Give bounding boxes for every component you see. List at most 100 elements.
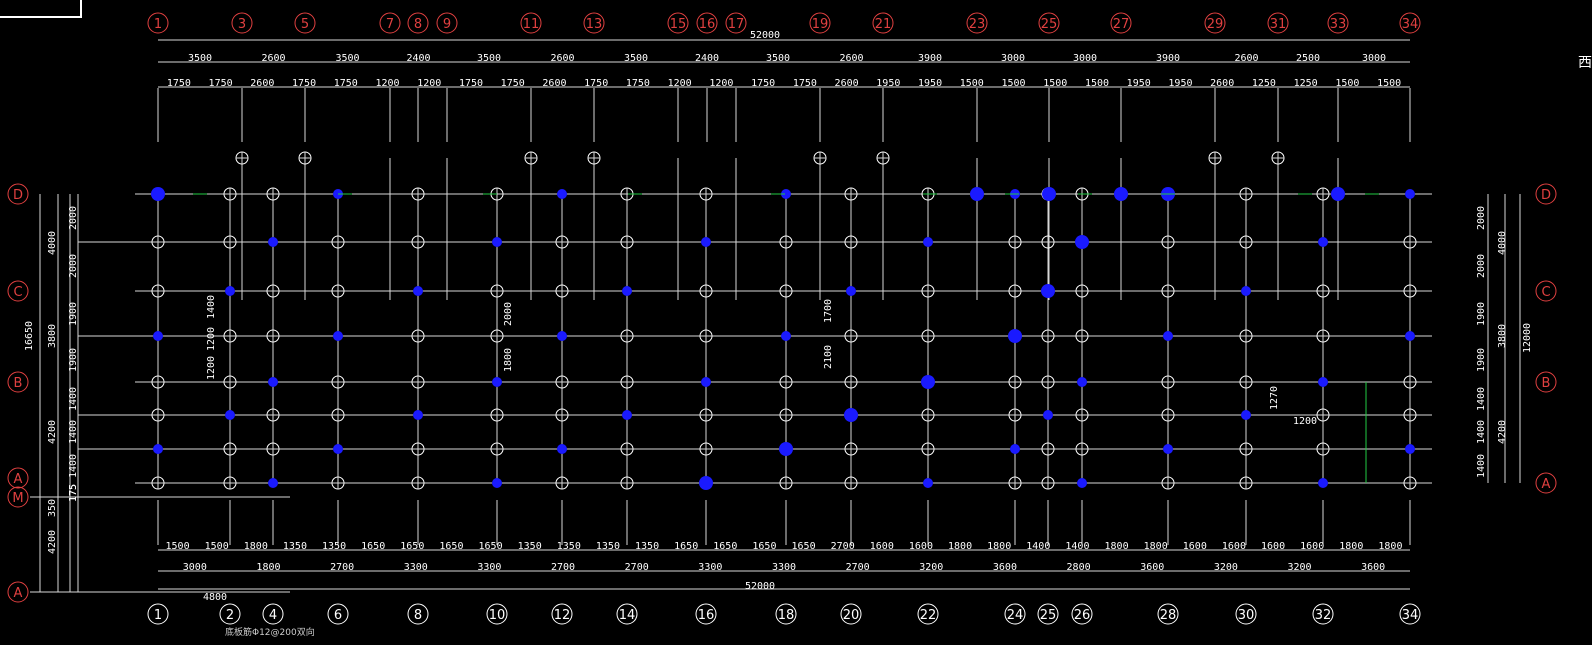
axis-circle [775,603,797,625]
bottom-dim-row1: 1650 [752,541,776,552]
bottom-dim-row1: 1650 [361,541,385,552]
axis-circle [616,603,638,625]
column-filled [413,410,423,420]
bottom-dim-row2: 3300 [404,562,428,573]
axis-label: M [12,491,23,506]
axis-top: 25 [1038,12,1060,34]
axis-circle [1110,12,1132,34]
bottom-dim-row2: 3000 [183,562,207,573]
top-dim-row1: 3900 [918,53,942,64]
axis-label: 25 [1041,17,1058,32]
bottom-dim-row1: 1350 [635,541,659,552]
axis-left: D [7,183,29,205]
axis-bottom: 14 [616,603,638,625]
left-dim-outer: 4200 [47,420,58,444]
top-dim-row1: 3000 [1362,53,1386,64]
bottom-dim-row1: 1400 [1026,541,1050,552]
bottom-dim-row2: 3600 [993,562,1017,573]
column-filled [1318,237,1328,247]
axis-circle [1157,603,1179,625]
top-dim-row2: 1750 [292,78,316,89]
axis-label: A [1542,477,1551,492]
top-dim-row2: 1200 [709,78,733,89]
column-filled [268,377,278,387]
axis-label: D [13,188,23,203]
axis-label: 28 [1160,608,1177,623]
top-dim-row2: 1200 [375,78,399,89]
axis-right: D [1535,183,1557,205]
column-filled [1043,410,1053,420]
axis-right: B [1535,371,1557,393]
bottom-dim-row2: 3600 [1361,562,1385,573]
top-dim-row2: 2600 [250,78,274,89]
inner-dim: 2100 [823,345,834,369]
axis-circle [379,12,401,34]
column-filled [1075,235,1089,249]
axis-label: 9 [443,17,451,32]
axis-label: 13 [586,17,603,32]
right-dim-inner: 1900 [1476,348,1487,372]
top-dim-row1: 2400 [406,53,430,64]
axis-circle [436,12,458,34]
top-dim-row1: 2600 [1234,53,1258,64]
top-dim-row2: 1950 [1127,78,1151,89]
column-filled [1163,331,1173,341]
bottom-dim-row1: 1600 [1183,541,1207,552]
axis-label: 33 [1330,17,1347,32]
axis-top: 11 [520,12,542,34]
top-dim-row2: 1500 [960,78,984,89]
column-filled [781,189,791,199]
top-dim-row1: 3500 [477,53,501,64]
column-filled [970,187,984,201]
axis-label: A [14,586,23,601]
left-dim-outer: 350 [47,499,58,517]
axis-top: 33 [1327,12,1349,34]
axis-bottom: 22 [917,603,939,625]
left-dim-inner: 175 [68,484,79,502]
column-filled [492,377,502,387]
bottom-dim-row1: 1650 [400,541,424,552]
axis-circle [1535,183,1557,205]
left-dim-inner: 1900 [68,348,79,372]
bottom-dim-row2: 3200 [919,562,943,573]
column-filled [1041,284,1055,298]
axis-circle [407,603,429,625]
bottom-dim-row1: 1600 [870,541,894,552]
top-dim-row2: 1950 [918,78,942,89]
bottom-dim-row2: 3200 [1214,562,1238,573]
axis-circle [1038,12,1060,34]
axis-circle [407,12,429,34]
axis-label: 20 [843,608,860,623]
top-dim-row2: 1750 [751,78,775,89]
axis-right: C [1535,280,1557,302]
right-dim-outer: 3800 [1497,324,1508,348]
top-dim-row1: 2600 [261,53,285,64]
axis-circle [520,12,542,34]
column-filled [1405,189,1415,199]
top-dim-row1: 3900 [1156,53,1180,64]
axis-circle [917,603,939,625]
inner-dim: 1400 [206,295,217,319]
column-filled [1318,377,1328,387]
axis-bottom: 30 [1235,603,1257,625]
bottom-dim-row1: 1650 [713,541,737,552]
axis-bottom: 10 [486,603,508,625]
right-dim-inner: 2000 [1476,206,1487,230]
bottom-dim-row1: 1350 [322,541,346,552]
axis-label: 31 [1270,17,1287,32]
axis-circle [147,12,169,34]
axis-circle [725,12,747,34]
overall-bottom-dim: 52000 [745,581,775,592]
axis-label: B [1542,376,1551,391]
bottom-dim-row2: 2700 [330,562,354,573]
axis-circle [1399,12,1421,34]
top-dim-row1: 3500 [335,53,359,64]
bottom-dim-row1: 1500 [205,541,229,552]
axis-circle [486,603,508,625]
top-dim-row2: 1200 [668,78,692,89]
axis-circle [583,12,605,34]
bottom-dim-row1: 2700 [831,541,855,552]
bottom-dim-row2: 3300 [477,562,501,573]
column-filled [333,331,343,341]
right-dim-inner: 1400 [1476,420,1487,444]
